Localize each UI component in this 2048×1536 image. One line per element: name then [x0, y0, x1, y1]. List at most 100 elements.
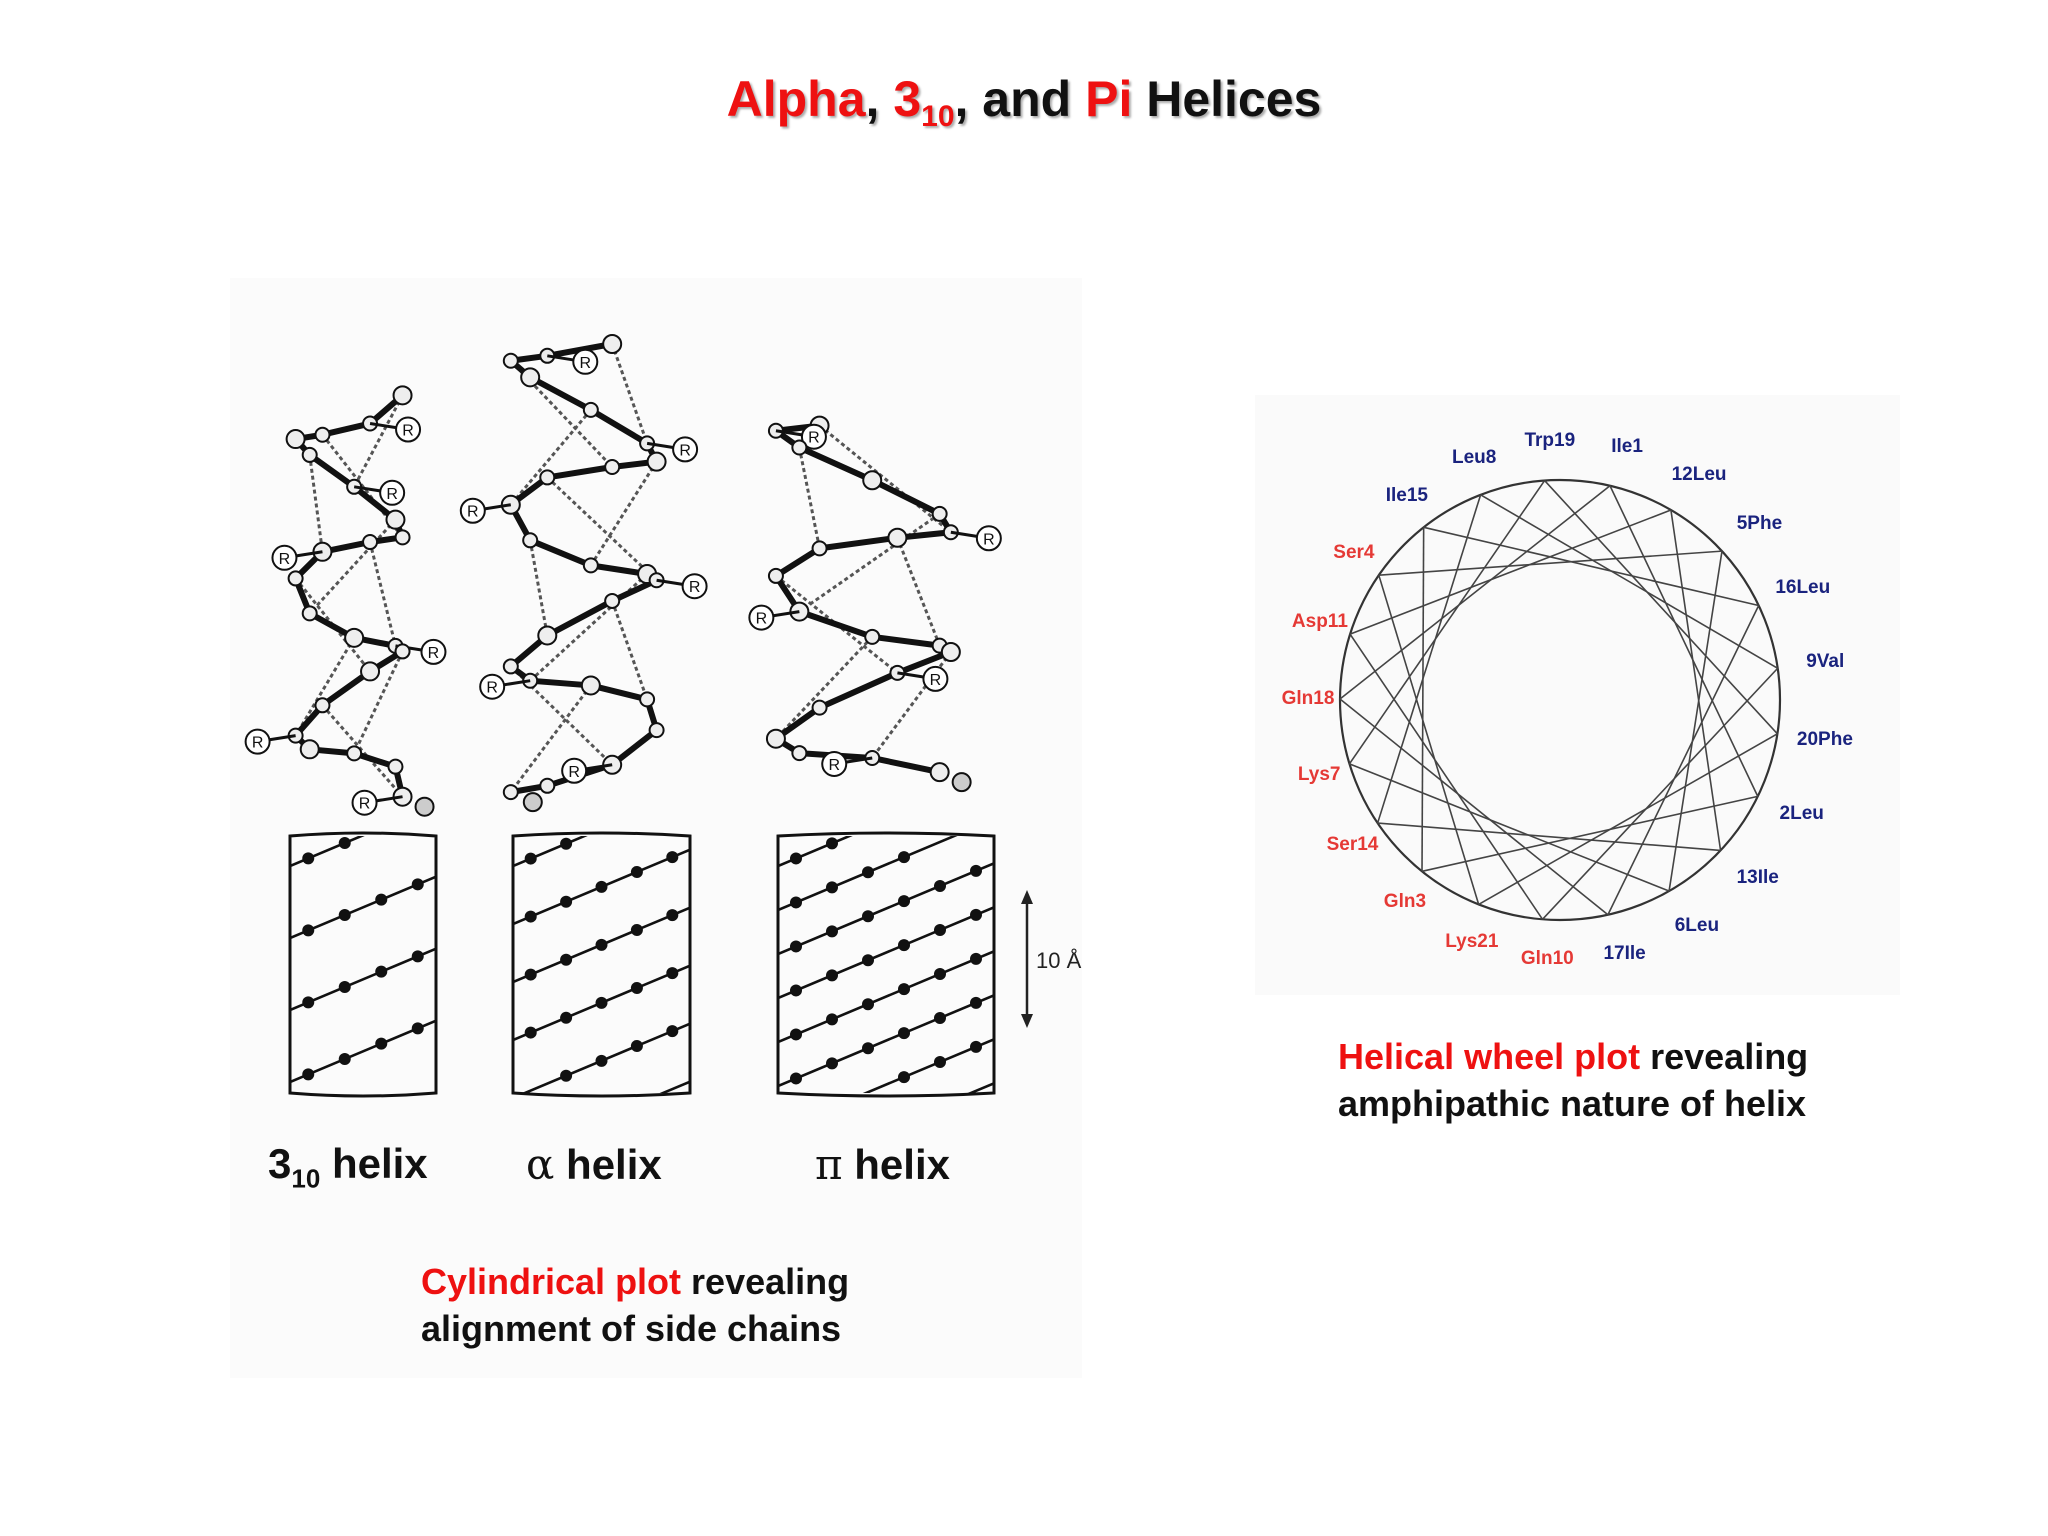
title-sep2: , and — [954, 71, 1086, 127]
residue-dot — [862, 1042, 874, 1055]
residue-dot — [630, 1039, 643, 1052]
atom — [862, 470, 883, 491]
wheel-residue-label: 2Leu — [1779, 802, 1824, 824]
helix-path-line — [290, 947, 436, 1012]
residue-dot — [862, 866, 874, 879]
atom — [392, 385, 413, 406]
residue-dot — [934, 879, 946, 892]
atom — [582, 401, 599, 418]
helix-path-line — [290, 1019, 436, 1084]
scale-bar-label: 10 Å — [1036, 948, 1082, 973]
atom — [346, 745, 363, 762]
residue-dot — [790, 896, 802, 909]
atom — [811, 540, 828, 557]
residue-dot — [862, 910, 874, 923]
atom — [604, 592, 621, 609]
atom — [765, 728, 786, 749]
residue-dot — [970, 996, 982, 1009]
terminal-atom — [951, 772, 972, 793]
wheel-chord — [1421, 527, 1425, 872]
atom — [811, 699, 828, 716]
cylinder-plot-pi — [776, 831, 996, 1098]
atom — [502, 352, 519, 369]
side-chain-r — [975, 525, 1002, 552]
residue-dot — [666, 909, 679, 922]
wheel-residue-label: Lys21 — [1445, 930, 1499, 952]
wheel-residue-label: Ile15 — [1385, 484, 1428, 506]
residue-dot — [375, 1037, 388, 1050]
side-chain-r-label: R — [359, 796, 371, 813]
wheel-chord — [1478, 733, 1778, 906]
helical-wheel-panel — [1255, 395, 1900, 995]
helix-path-line — [778, 836, 958, 912]
residue-dot — [375, 893, 388, 906]
residue-dot — [898, 939, 910, 952]
side-chain-r — [420, 638, 447, 665]
atom — [299, 739, 320, 760]
hydrogen-bond — [321, 704, 404, 798]
wheel-chord — [1339, 698, 1609, 916]
hydrogen-bond — [610, 600, 649, 700]
title-sep1: , — [865, 71, 894, 127]
residue-dot — [898, 895, 910, 908]
atom — [285, 429, 306, 450]
atom — [767, 567, 784, 584]
atom — [791, 439, 808, 456]
side-chain-r — [351, 789, 378, 816]
side-chain-r — [459, 497, 486, 524]
atom — [394, 643, 411, 660]
side-chain-r — [561, 757, 588, 784]
label-310-helix: 310 helix — [268, 1140, 428, 1194]
helix-path-line — [778, 862, 994, 956]
wheel-chord — [1349, 509, 1672, 635]
atom — [301, 446, 318, 463]
wheel-chord — [1668, 551, 1723, 892]
atom — [502, 658, 519, 675]
wheel-chord — [1378, 574, 1480, 905]
wheel-residue-label: Gln10 — [1520, 948, 1574, 970]
title-three: 3 — [893, 71, 922, 127]
helix-path-line — [862, 1038, 994, 1093]
side-chain-r-label: R — [279, 551, 291, 568]
side-chain-r-label: R — [402, 423, 414, 440]
residue-dot — [524, 968, 537, 981]
residue-dot — [595, 938, 608, 951]
residue-dot — [595, 1054, 608, 1067]
side-chain-r — [672, 436, 699, 463]
wheel-residue-label: Ile1 — [1611, 435, 1643, 457]
wheel-circle — [1338, 478, 1782, 922]
side-chain-r — [379, 479, 406, 506]
residue-dot — [826, 1013, 838, 1026]
wheel-residue-label: 12Leu — [1671, 464, 1727, 486]
side-chain-r-label: R — [252, 735, 264, 752]
wheel-chord — [1423, 526, 1759, 607]
residue-dot — [630, 923, 643, 936]
wheel-chord — [1339, 485, 1611, 700]
wheel-residue-label: Lys7 — [1297, 764, 1341, 786]
residue-dot — [790, 1072, 802, 1085]
residue-dot — [970, 864, 982, 877]
residue-dot — [302, 924, 315, 937]
atom — [522, 532, 539, 549]
hydrogen-bond — [528, 540, 549, 636]
side-chain-r — [244, 728, 271, 755]
atom — [582, 557, 599, 574]
label-pi-helix: π helix — [815, 1140, 950, 1189]
side-chain-r — [395, 416, 422, 443]
wheel-chord — [1349, 633, 1544, 920]
atom — [301, 605, 318, 622]
residue-dot — [411, 1022, 424, 1035]
cylinder-plot-alpha — [511, 831, 692, 1098]
wheel-chord — [1349, 763, 1670, 892]
wheel-residue-label: Asp11 — [1291, 611, 1348, 633]
residue-dot — [560, 895, 573, 908]
residue-dot — [934, 1011, 946, 1024]
wheel-residue-label: 17Ile — [1603, 942, 1646, 964]
wheel-residue-label: 13Ile — [1736, 866, 1779, 888]
residue-dot — [826, 837, 838, 850]
residue-dot — [524, 910, 537, 923]
wheel-residue-label: 6Leu — [1674, 914, 1720, 936]
cylindrical-plot-caption: Cylindrical plot revealing alignment of … — [421, 1261, 850, 1349]
